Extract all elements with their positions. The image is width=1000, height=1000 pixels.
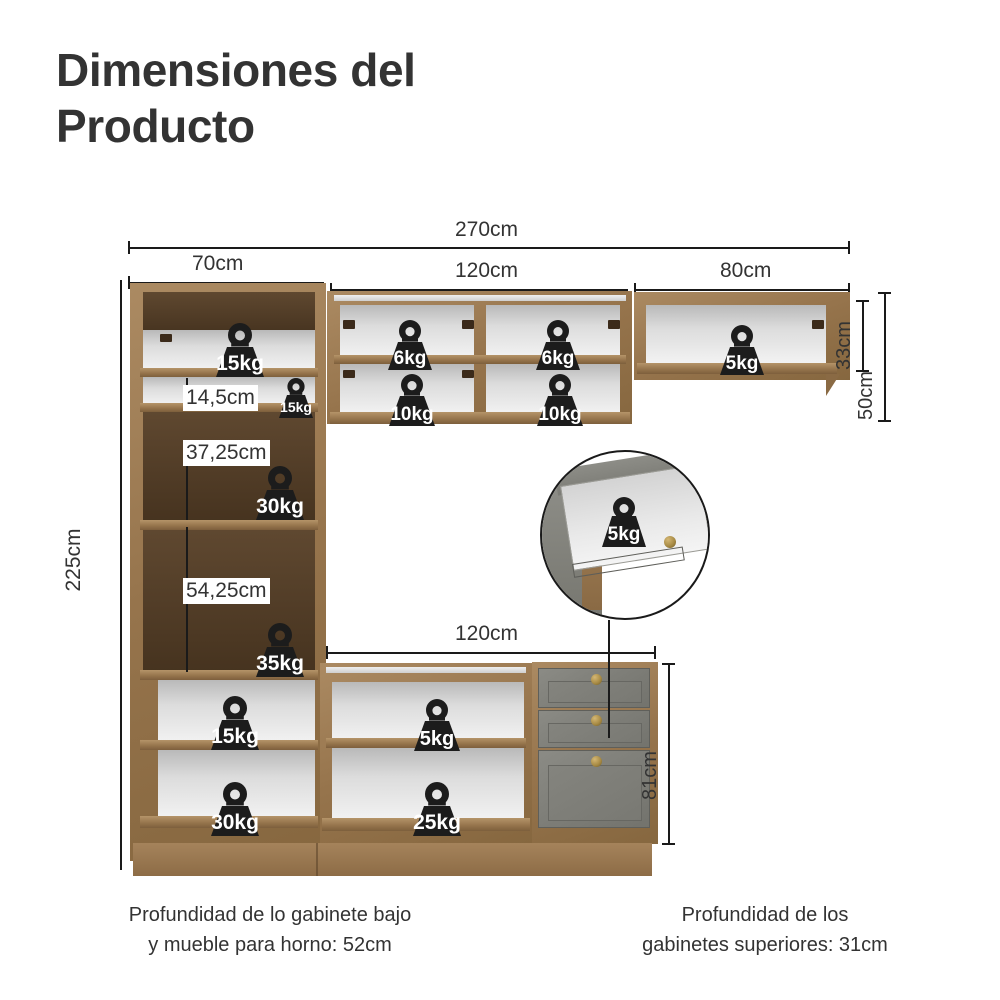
drawer-1-knob-icon[interactable] [591, 674, 602, 685]
weight-value: 30kg [211, 811, 259, 834]
caption-upper-depth: Profundidad de los gabinetes superiores:… [642, 904, 888, 956]
weight-value: 15kg [211, 725, 259, 748]
weight-badge-tall-top: 15kg [201, 319, 279, 381]
upper-middle-center-divider [474, 296, 487, 418]
weight-value: 25kg [413, 811, 461, 834]
dimension-lower-middle-width: 120cm [455, 622, 519, 645]
tick-lower-120-left [326, 646, 328, 659]
dimension-shelf-gap-3: 54,25cm [183, 578, 270, 604]
caption-lower-depth: Profundidad de lo gabinete bajo y mueble… [128, 904, 412, 956]
dimension-shelf-gap-1: 14,5cm [183, 385, 258, 411]
base-cabinet-unit [532, 662, 658, 844]
tick-70-left [128, 276, 130, 289]
weight-value: 30kg [256, 495, 304, 518]
tick-total-right [848, 241, 850, 254]
dimension-base-cabinet-height: 81cm [639, 751, 661, 800]
base-cabinet-drawer-2[interactable] [538, 710, 650, 748]
weight-badge-lower-right-upper: 5kg [401, 696, 473, 754]
tick-50-bottom [878, 420, 891, 422]
tick-total-left [128, 241, 130, 254]
dimension-upper-right-width: 80cm [720, 259, 772, 282]
hinge-icon [160, 334, 172, 342]
tick-80-right [848, 283, 850, 296]
tall-cabinet-top-cavity [143, 292, 315, 334]
weight-badge-upper-mid-top-right: 6kg [522, 317, 594, 373]
rule-upper-middle-width [330, 289, 628, 291]
weight-value: 15kg [280, 399, 312, 415]
rule-upper-right-width [634, 289, 850, 291]
tick-80-left [634, 283, 636, 296]
weight-badge-tall-small: 15kg [268, 375, 324, 421]
rule-upper-inner-height [862, 300, 864, 372]
toe-kick-seam [316, 843, 318, 876]
weight-badge-lower-right-lower: 25kg [398, 778, 476, 840]
page-title: Dimensiones del Producto [56, 44, 416, 153]
weight-badge-tall-low-upper: 15kg [196, 692, 274, 754]
rule-total-height [120, 280, 122, 870]
weight-value: 35kg [256, 652, 304, 675]
tick-lower-120-right [654, 646, 656, 659]
rule-base-cabinet-height [668, 663, 670, 845]
callout-drawer-knob-icon [664, 536, 676, 548]
dimension-upper-middle-width: 120cm [455, 259, 519, 282]
drawer-detail-callout: 5kg [540, 450, 710, 620]
weight-value: 5kg [420, 728, 454, 750]
tall-cabinet-left-panel [130, 283, 144, 861]
weight-badge-tall-mid-lower: 35kg [241, 619, 319, 681]
door-inset [548, 765, 642, 821]
lower-middle-rail [326, 667, 526, 673]
hinge-icon [462, 320, 474, 329]
weight-value: 5kg [726, 353, 759, 374]
weight-value: 5kg [608, 524, 641, 545]
rule-shelf-gap-2 [186, 440, 188, 520]
tick-50-top [878, 292, 891, 294]
weight-badge-upper-mid-bottom-right: 10kg [521, 371, 599, 429]
hinge-icon [608, 320, 620, 329]
rule-total-width [128, 247, 850, 249]
dimension-upper-outer-height: 50cm [855, 371, 877, 420]
tall-cabinet-shelf-3 [140, 520, 318, 530]
weight-badge-upper-right: 5kg [706, 322, 778, 378]
weight-badge-upper-mid-top-left: 6kg [374, 317, 446, 373]
hinge-icon [462, 370, 474, 378]
hinge-icon [343, 370, 355, 378]
tick-81-bottom [662, 843, 675, 845]
weight-value: 10kg [538, 404, 581, 425]
dimension-total-height: 225cm [62, 528, 85, 592]
drawer-2-knob-icon[interactable] [591, 715, 602, 726]
callout-leader-line [608, 620, 610, 738]
weight-value: 15kg [216, 352, 264, 375]
tick-120-left [330, 283, 332, 296]
rule-lower-middle-width [326, 652, 656, 654]
weight-badge-tall-mid-upper: 30kg [241, 462, 319, 524]
dimension-upper-left-width: 70cm [192, 252, 244, 275]
hinge-icon [343, 320, 355, 329]
dimension-total-width: 270cm [455, 218, 519, 241]
weight-value: 6kg [394, 348, 427, 369]
upper-middle-shelf [334, 355, 626, 364]
upper-right-perspective-edge [826, 374, 840, 396]
weight-badge-drawer-callout: 5kg [588, 493, 660, 551]
door-knob-icon[interactable] [591, 756, 602, 767]
tick-81-top [662, 663, 675, 665]
base-cabinet-drawer-1[interactable] [538, 668, 650, 708]
drawer-2-inset [548, 723, 642, 743]
base-cabinet-door[interactable] [538, 750, 650, 828]
tick-33-top [856, 300, 869, 302]
dimension-upper-inner-height: 33cm [833, 321, 855, 370]
tall-cabinet-shelf-4 [140, 670, 318, 680]
rule-upper-outer-height [884, 292, 886, 422]
weight-badge-upper-mid-bottom-left: 10kg [373, 371, 451, 429]
upper-middle-rail [334, 295, 626, 301]
dimension-shelf-gap-2: 37,25cm [183, 440, 270, 466]
toe-kick-base [133, 843, 652, 876]
tick-33-bottom [856, 370, 869, 372]
weight-value: 6kg [542, 348, 575, 369]
hinge-icon [812, 320, 824, 329]
weight-value: 10kg [390, 404, 433, 425]
weight-badge-tall-low-lower: 30kg [196, 778, 274, 840]
